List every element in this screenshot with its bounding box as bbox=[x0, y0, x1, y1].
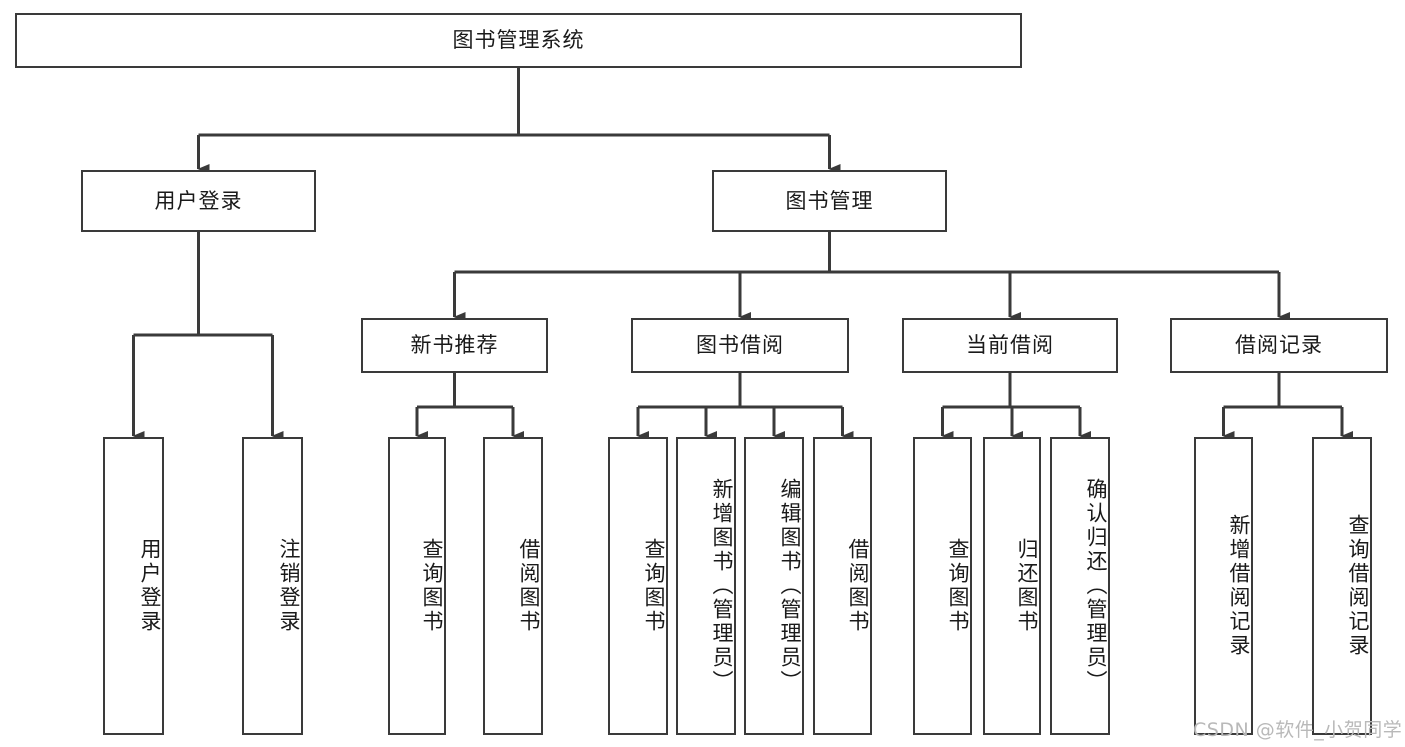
node-root: 图书管理系统 bbox=[15, 13, 1022, 68]
node-leaf_br_add: 新增借阅记录 bbox=[1194, 437, 1253, 735]
node-leaf_cb_return: 归还图书 bbox=[983, 437, 1041, 735]
node-leaf_nb_query: 查询图书 bbox=[388, 437, 446, 735]
node-leaf_bb_borrow: 借阅图书 bbox=[813, 437, 872, 735]
node-leaf_br_query: 查询借阅记录 bbox=[1312, 437, 1372, 735]
node-leaf_user_login: 用户登录 bbox=[103, 437, 164, 735]
node-borrow_record: 借阅记录 bbox=[1170, 318, 1388, 373]
node-book_borrow: 图书借阅 bbox=[631, 318, 849, 373]
node-leaf_cb_confirm: 确认归还（管理员） bbox=[1050, 437, 1110, 735]
node-leaf_bb_edit: 编辑图书（管理员） bbox=[744, 437, 804, 735]
node-leaf_nb_borrow: 借阅图书 bbox=[483, 437, 543, 735]
node-current_borrow: 当前借阅 bbox=[902, 318, 1118, 373]
node-user_login: 用户登录 bbox=[81, 170, 316, 232]
node-leaf_cb_query: 查询图书 bbox=[913, 437, 972, 735]
node-leaf_bb_query: 查询图书 bbox=[608, 437, 668, 735]
node-new_book_rec: 新书推荐 bbox=[361, 318, 548, 373]
node-book_manage: 图书管理 bbox=[712, 170, 947, 232]
node-leaf_bb_add: 新增图书（管理员） bbox=[676, 437, 736, 735]
node-leaf_logout: 注销登录 bbox=[242, 437, 303, 735]
